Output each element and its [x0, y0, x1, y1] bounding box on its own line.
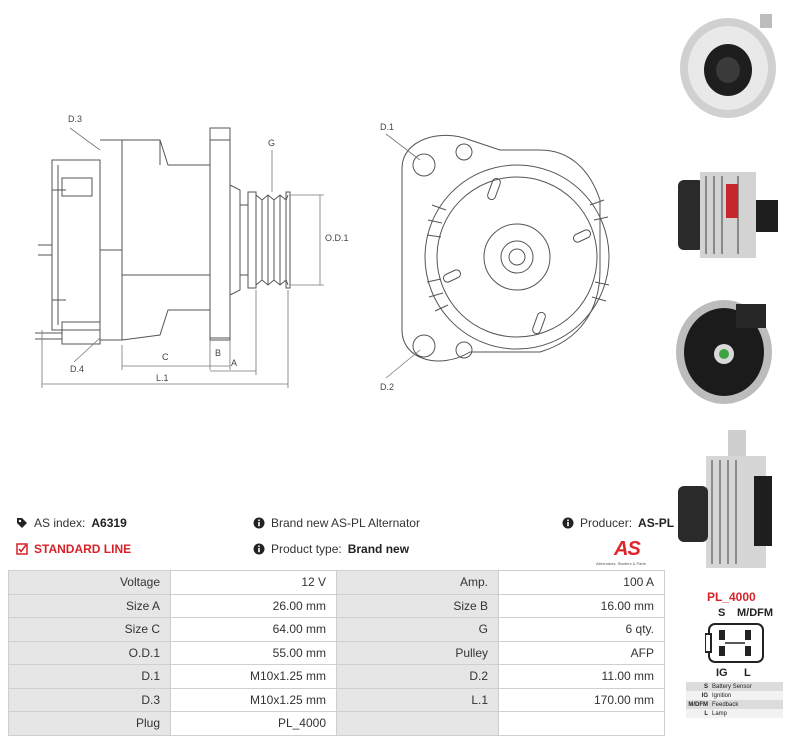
standard-line: STANDARD LINE: [16, 542, 131, 556]
product-type: Product type: Brand new: [253, 542, 409, 556]
info-circle-icon: [253, 543, 265, 555]
as-pl-logo: AS Alternators, Starters & Parts: [596, 538, 660, 566]
spec-label: Voltage: [8, 570, 171, 595]
spec-label: Amp.: [336, 570, 499, 595]
label-l1: L.1: [156, 373, 169, 383]
description-text: Brand new AS-PL Alternator: [271, 516, 420, 530]
producer-label: Producer:: [580, 516, 633, 530]
plug-connector-icon: [705, 623, 764, 663]
spec-value: 26.00 mm: [170, 593, 337, 618]
plug-legend-desc: Feedback: [710, 700, 783, 709]
spec-label: [336, 711, 499, 736]
alternator-drawing: [35, 127, 610, 388]
spec-value: M10x1.25 mm: [170, 687, 337, 712]
plug-pin-mdfm: M/DFM: [737, 607, 774, 619]
label-d1: D.1: [380, 122, 395, 132]
plug-legend-desc: Battery Sensor: [710, 682, 783, 691]
product-photo-front[interactable]: [670, 6, 782, 126]
label-d4: D.4: [70, 364, 85, 374]
plug-legend-pin: L: [686, 709, 710, 718]
spec-label: Size C: [8, 617, 171, 642]
plug-pin-l: L: [744, 667, 751, 679]
spec-value: 11.00 mm: [498, 664, 665, 689]
producer: Producer: AS-PL: [562, 516, 674, 530]
product-photo-side[interactable]: [670, 160, 782, 270]
plug-pin-s: S: [718, 607, 726, 619]
description: Brand new AS-PL Alternator: [253, 516, 420, 530]
tag-icon: [17, 518, 27, 528]
spec-value: 64.00 mm: [170, 617, 337, 642]
technical-drawing: D.3 D.4 G O.D.1 C B A L.1 D.1 D.2: [35, 114, 610, 392]
spec-label: D.1: [8, 664, 171, 689]
spec-value: 16.00 mm: [498, 593, 665, 618]
spec-value: PL_4000: [170, 711, 337, 736]
as-index-label: AS index:: [34, 516, 86, 530]
spec-label: Size B: [336, 593, 499, 618]
info-circle-icon: [562, 517, 574, 529]
spec-label: Size A: [8, 593, 171, 618]
label-d2: D.2: [380, 382, 395, 392]
spec-value: 6 qty.: [498, 617, 665, 642]
spec-label: Pulley: [336, 640, 499, 665]
product-photo-side-2[interactable]: [670, 428, 782, 573]
plug-legend-pin: S: [686, 682, 710, 691]
product-type-label: Product type:: [271, 542, 342, 556]
spec-label: D.2: [336, 664, 499, 689]
plug-legend-pin: M/DFM: [686, 700, 710, 709]
label-a: A: [231, 358, 238, 368]
check-square-icon: [16, 543, 28, 555]
as-index-value: A6319: [91, 516, 127, 530]
standard-line-label: STANDARD LINE: [34, 542, 132, 556]
label-b: B: [215, 348, 222, 358]
info-circle-icon: [253, 517, 265, 529]
spec-value: 55.00 mm: [170, 640, 337, 665]
plug-pin-ig: IG: [716, 667, 728, 679]
plug-legend-desc: Lamp: [710, 709, 783, 718]
spec-value: 12 V: [170, 570, 337, 595]
spec-value: M10x1.25 mm: [170, 664, 337, 689]
logo-mark: AS: [614, 538, 641, 560]
product-photo-rear[interactable]: [670, 282, 782, 414]
logo-subtitle: Alternators, Starters & Parts: [596, 561, 646, 566]
spec-value: AFP: [498, 640, 665, 665]
plug-legend-desc: Ignition: [710, 691, 783, 700]
spec-value: [498, 711, 665, 736]
plug-title: PL_4000: [707, 590, 756, 604]
spec-label: D.3: [8, 687, 171, 712]
producer-value: AS-PL: [638, 516, 675, 530]
as-index: AS index: A6319: [16, 516, 127, 530]
spec-label: G: [336, 617, 499, 642]
label-g: G: [268, 138, 276, 148]
label-c: C: [162, 352, 169, 362]
label-d3: D.3: [68, 114, 83, 124]
spec-label: L.1: [336, 687, 499, 712]
spec-label: O.D.1: [8, 640, 171, 665]
spec-value: 170.00 mm: [498, 687, 665, 712]
spec-value: 100 A: [498, 570, 665, 595]
plug-legend-pin: IG: [686, 691, 710, 700]
label-od1: O.D.1: [325, 233, 349, 243]
product-type-value: Brand new: [347, 542, 410, 556]
spec-label: Plug: [8, 711, 171, 736]
